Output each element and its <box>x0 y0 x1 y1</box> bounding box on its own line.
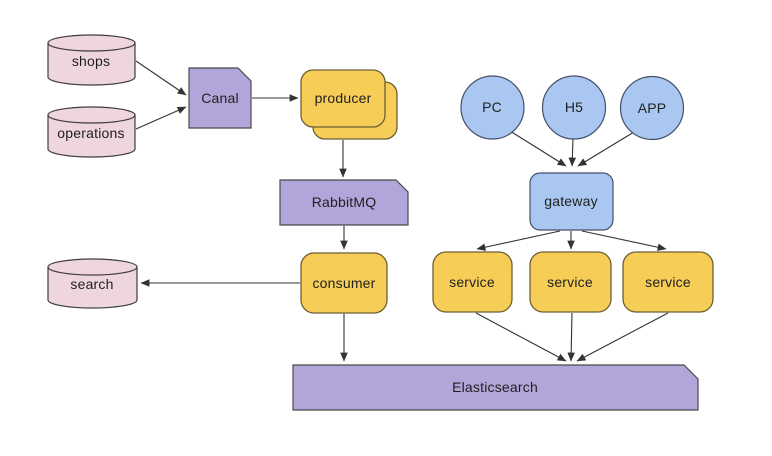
edge-pc-gateway <box>509 130 567 167</box>
edge-gateway-service3 <box>581 230 667 251</box>
edge-gateway-service1 <box>476 230 561 251</box>
service3-box <box>622 251 714 313</box>
h5-circle <box>541 75 607 140</box>
consumer-box <box>300 252 388 314</box>
gateway-box <box>529 172 614 231</box>
edge-h5-gateway <box>568 138 577 167</box>
diagram-edges <box>135 60 669 362</box>
edge-service3-elasticsearch <box>576 312 669 362</box>
elasticsearch-card <box>292 364 699 411</box>
search-cylinder <box>47 258 138 309</box>
service2-box <box>529 251 612 313</box>
edge-service1-elasticsearch <box>475 312 567 362</box>
pc-circle <box>460 75 525 140</box>
service1-box <box>432 251 513 313</box>
producer-stack <box>300 69 398 140</box>
app-circle <box>619 75 685 141</box>
edge-app-gateway <box>577 131 635 167</box>
shops-cylinder <box>47 34 136 86</box>
producer-front-box <box>300 69 386 128</box>
operations-cylinder <box>47 106 136 158</box>
edge-shops-canal <box>135 60 187 96</box>
canal-card <box>188 67 252 129</box>
rabbitmq-card <box>279 179 409 226</box>
edge-operations-canal <box>135 106 187 130</box>
edge-service2-elasticsearch <box>567 312 575 362</box>
